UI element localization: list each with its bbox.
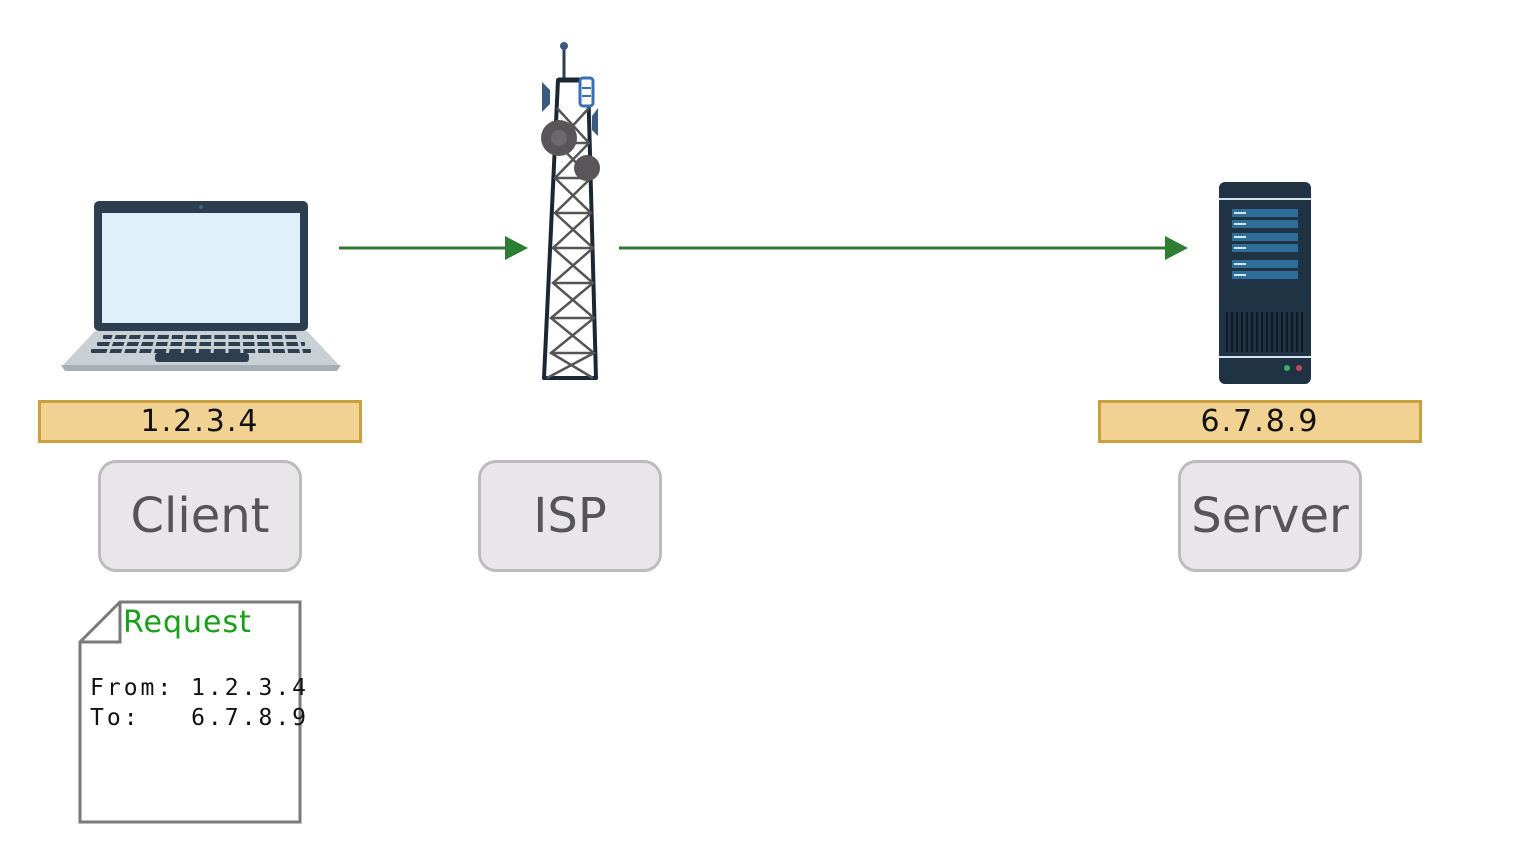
arrow-client-to-isp bbox=[339, 236, 528, 260]
request-to-line: To: 6.7.8.9 bbox=[90, 705, 310, 731]
laptop-icon bbox=[61, 201, 341, 371]
server-node-box: Server bbox=[1178, 460, 1362, 572]
client-ip-label: 1.2.3.4 bbox=[38, 400, 362, 443]
isp-node-box: ISP bbox=[478, 460, 662, 572]
server-icon bbox=[1219, 182, 1311, 384]
request-title: Request bbox=[123, 605, 252, 640]
cell-tower-icon bbox=[541, 42, 600, 380]
arrow-isp-to-server bbox=[619, 236, 1188, 260]
request-from-line: From: 1.2.3.4 bbox=[90, 675, 310, 701]
server-ip-label: 6.7.8.9 bbox=[1098, 400, 1422, 443]
client-node-box: Client bbox=[98, 460, 302, 572]
request-document bbox=[78, 600, 302, 824]
